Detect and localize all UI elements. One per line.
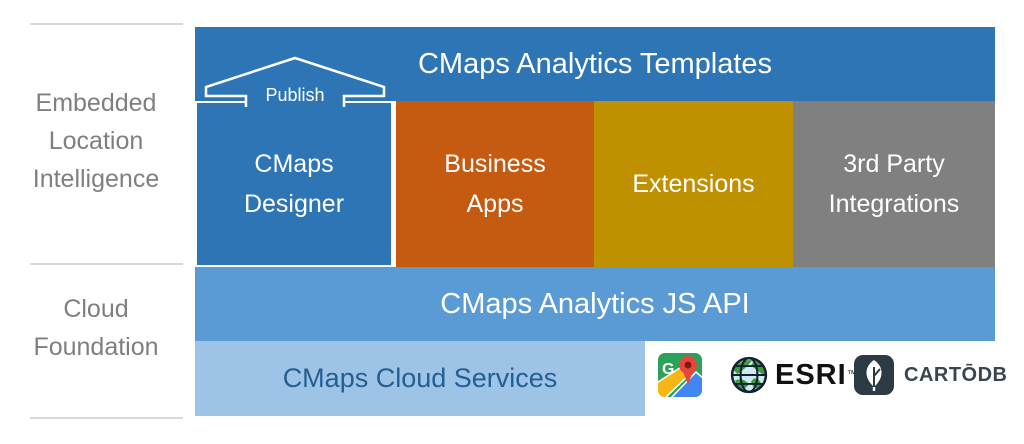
publish-up-arrow-icon [204,56,386,107]
divider-bottom [30,417,183,419]
esri-logo: ESRI ™ [730,354,857,396]
js-api-bar: CMaps Analytics JS API [195,267,995,341]
esri-globe-icon [730,356,768,394]
rail-label-embedded-location-intelligence: Embedded Location Intelligence [32,89,160,193]
box-business-apps: Business Apps [396,101,594,267]
box-extensions-label: Extensions [632,170,755,198]
box-3rd-party-integrations-label: 3rd Party Integrations [828,150,960,218]
cartodb-logo: CARTŌDB [853,354,1008,396]
google-maps-icon: G [658,353,702,397]
box-3rd-party-integrations: 3rd Party Integrations [793,101,995,267]
box-extensions: Extensions [594,101,793,267]
divider-middle [30,263,183,265]
box-cmaps-designer-label: CMaps Designer [243,150,345,218]
cloud-services-bar: CMaps Cloud Services [195,341,645,416]
esri-logo-text: ESRI [775,358,847,391]
publish-label: Publish [265,85,325,105]
templates-bar-label: CMaps Analytics Templates [417,47,773,80]
google-maps-logo: G [657,352,703,398]
rail-label-cloud-foundation: Cloud Foundation [33,295,159,361]
cloud-services-bar-label: CMaps Cloud Services [282,363,558,393]
cartodb-leaf-icon [854,355,894,395]
divider-top [30,23,183,25]
js-api-bar-label: CMaps Analytics JS API [440,287,750,320]
svg-text:G: G [662,361,674,378]
esri-trademark: ™ [846,369,857,380]
cartodb-logo-text: CARTŌDB [904,363,1008,386]
box-cmaps-designer: CMaps Designer [195,101,393,267]
box-business-apps-label: Business Apps [444,150,546,218]
